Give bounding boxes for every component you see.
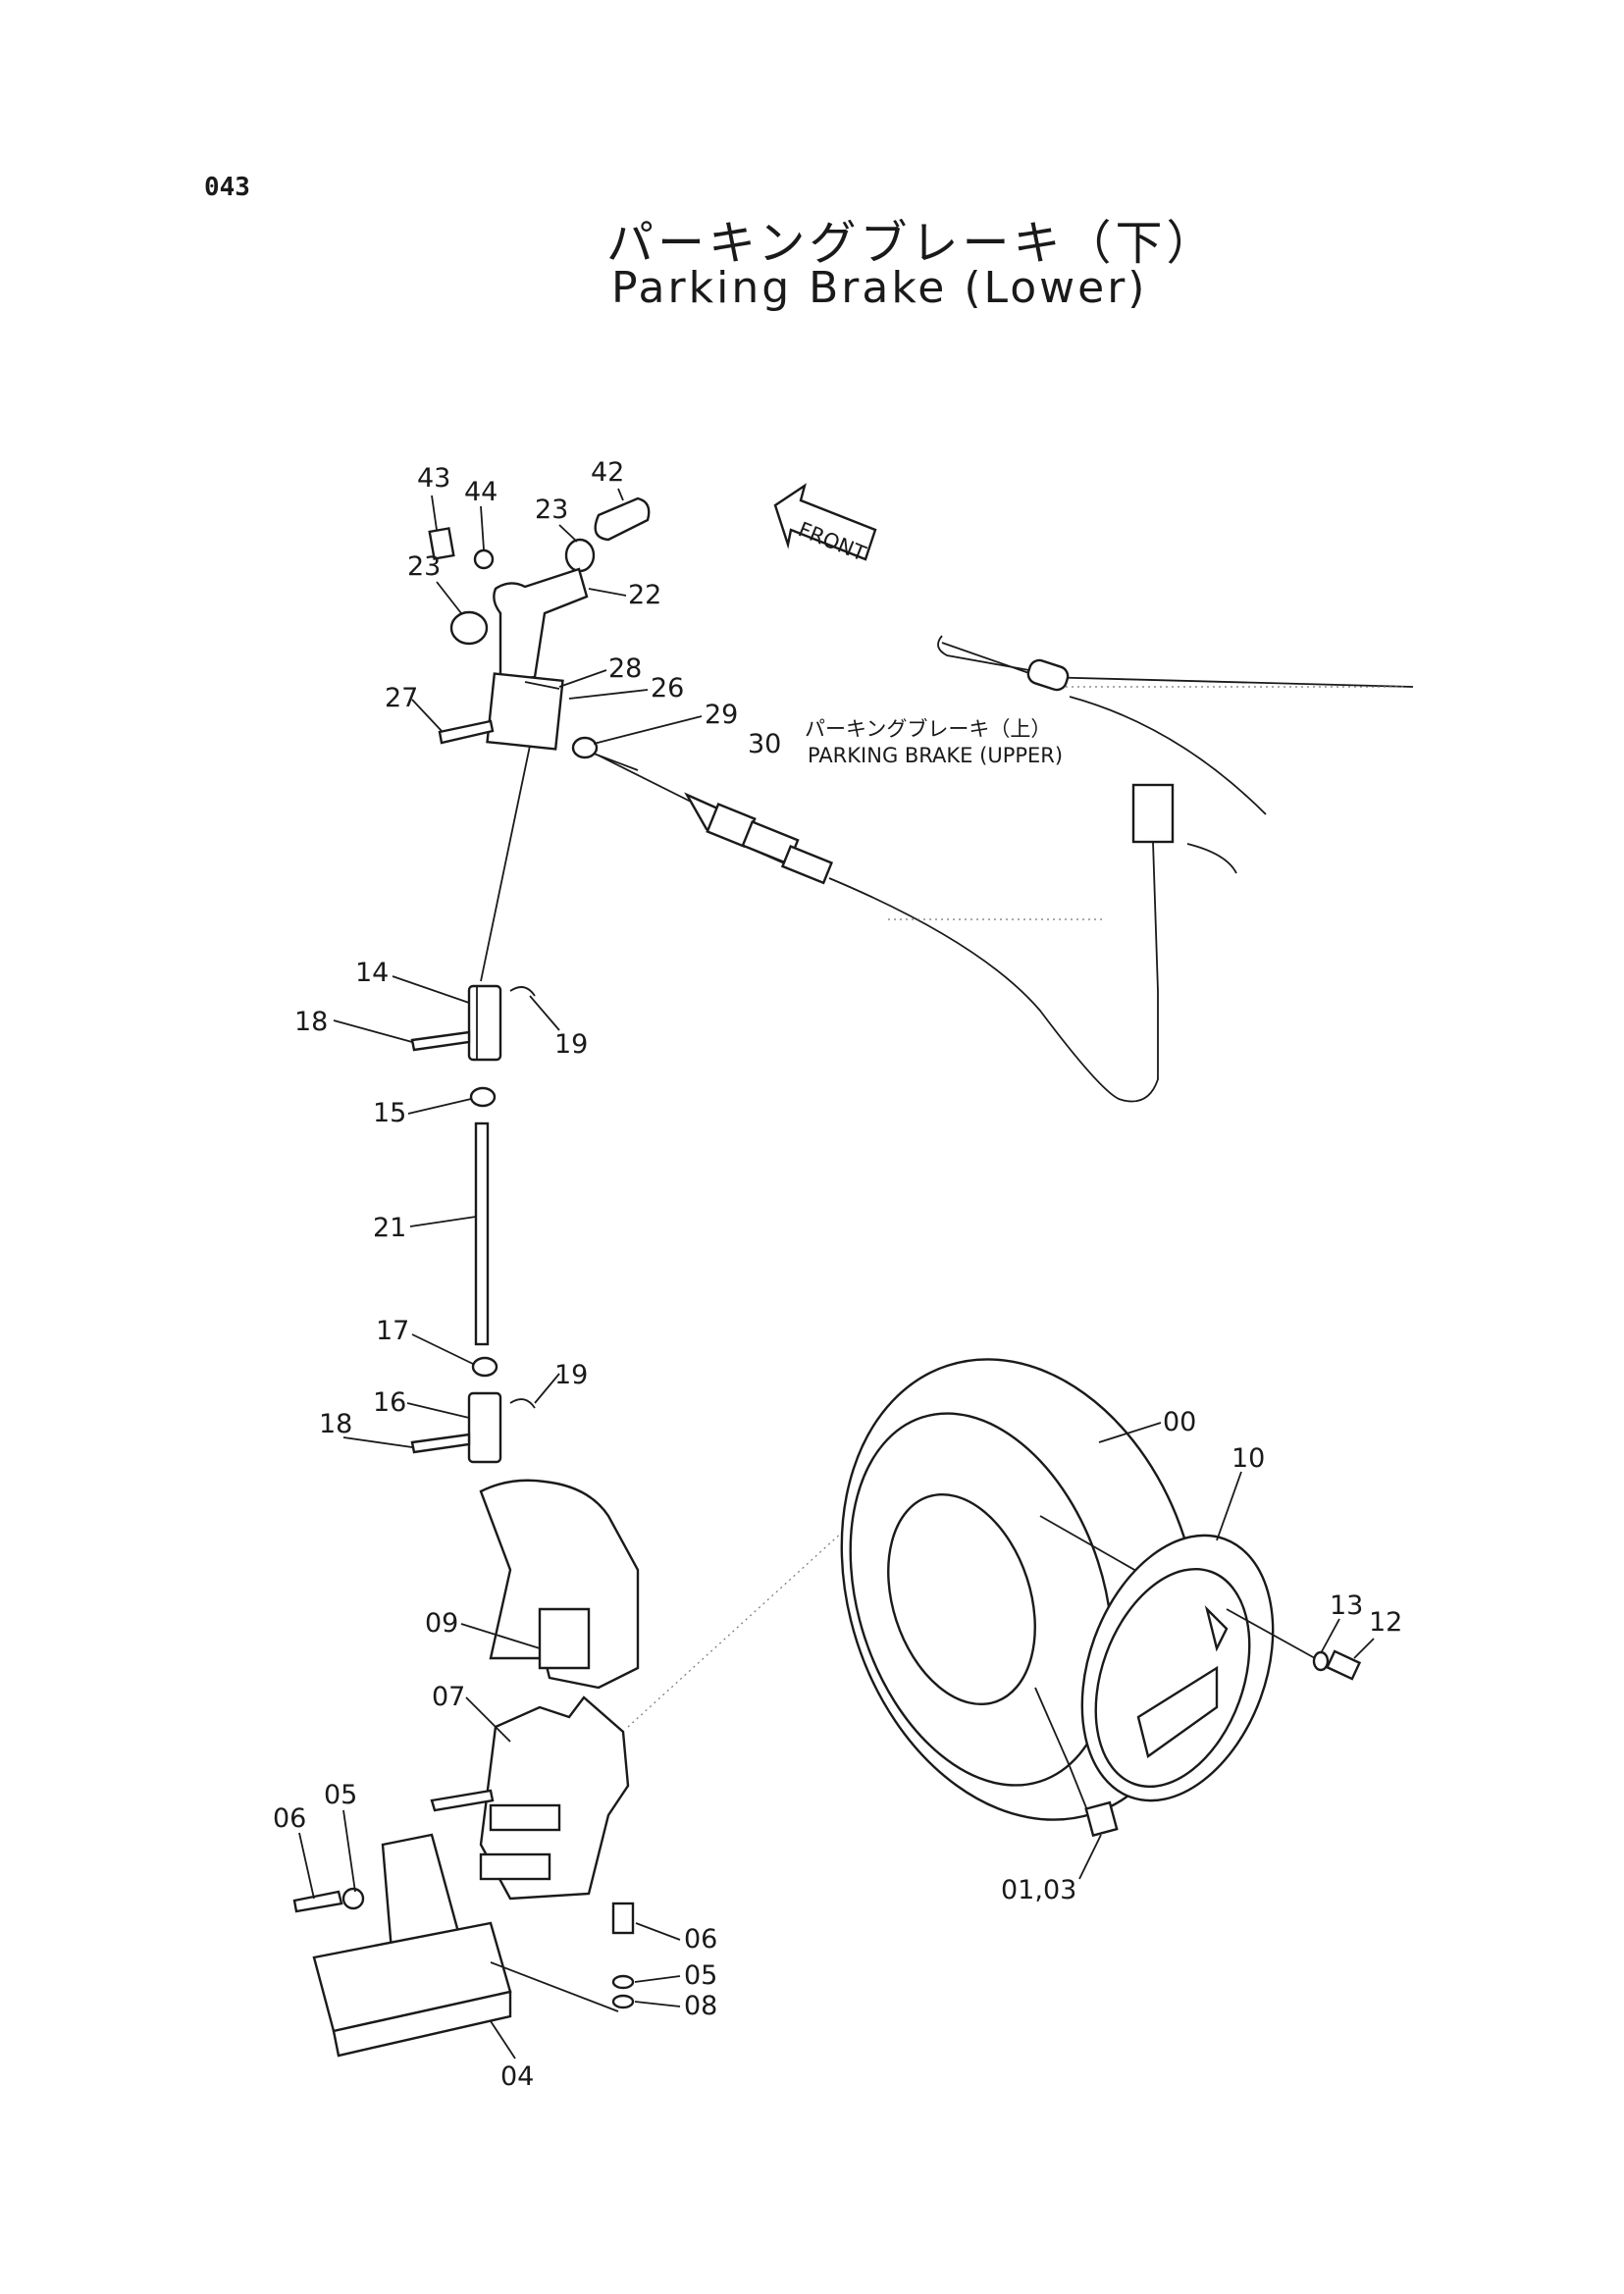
callout-23-lower: 23 <box>407 551 441 582</box>
callout-19-upper: 19 <box>554 1029 588 1060</box>
callout-01-03: 01,03 <box>1001 1875 1076 1905</box>
callout-16: 16 <box>373 1387 406 1418</box>
lever-assembly <box>428 496 651 982</box>
page-number: 043 <box>204 173 250 202</box>
rod-linkage <box>410 984 536 1464</box>
callout-08: 08 <box>684 1991 717 2021</box>
cable-assembly <box>571 736 1159 1103</box>
callout-19-lower: 19 <box>554 1360 588 1390</box>
callout-06-right: 06 <box>684 1924 717 1955</box>
upper-ref-jp: パーキングブレーキ（上） <box>805 717 1051 741</box>
callout-06-left: 06 <box>273 1803 306 1834</box>
callout-23-upper: 23 <box>535 495 568 525</box>
callout-44: 44 <box>464 477 498 507</box>
callout-14: 14 <box>355 958 389 988</box>
title-japanese: パーキングブレーキ（下） <box>606 216 1218 271</box>
callout-29: 29 <box>705 700 738 730</box>
callout-27: 27 <box>385 683 418 713</box>
callout-30: 30 <box>748 729 781 759</box>
callout-26: 26 <box>651 673 684 704</box>
callout-17: 17 <box>376 1316 409 1346</box>
brake-disc <box>840 1358 1201 1838</box>
callout-18-upper: 18 <box>294 1007 328 1037</box>
callout-labels: 43 44 42 23 23 22 28 27 26 29 30 14 18 1… <box>273 457 1402 2092</box>
brake-drum <box>1080 1534 1362 1802</box>
callout-18-lower: 18 <box>319 1409 352 1439</box>
callout-09: 09 <box>425 1608 458 1639</box>
front-arrow: FRONT <box>773 483 877 566</box>
callout-22: 22 <box>628 580 661 610</box>
callout-00: 00 <box>1163 1407 1196 1437</box>
callout-15: 15 <box>373 1098 406 1128</box>
callout-04: 04 <box>500 2061 534 2092</box>
callout-13: 13 <box>1330 1590 1363 1621</box>
callout-28: 28 <box>608 653 642 684</box>
callout-05-right: 05 <box>684 1960 717 1991</box>
callout-21: 21 <box>373 1213 406 1243</box>
callout-12: 12 <box>1369 1607 1402 1638</box>
callout-07: 07 <box>432 1682 465 1712</box>
base-bracket <box>292 1833 635 2058</box>
callout-10: 10 <box>1231 1443 1265 1474</box>
leader-lines <box>298 488 1375 2059</box>
title-english: Parking Brake (Lower) <box>611 263 1148 313</box>
upper-brake-reference: パーキングブレーキ（上） PARKING BRAKE (UPPER) <box>805 635 1414 992</box>
caliper-bracket <box>430 1479 845 1901</box>
callout-43: 43 <box>417 463 450 494</box>
callout-05-left: 05 <box>324 1780 357 1810</box>
upper-ref-en: PARKING BRAKE (UPPER) <box>808 744 1063 767</box>
callout-42: 42 <box>591 457 624 488</box>
